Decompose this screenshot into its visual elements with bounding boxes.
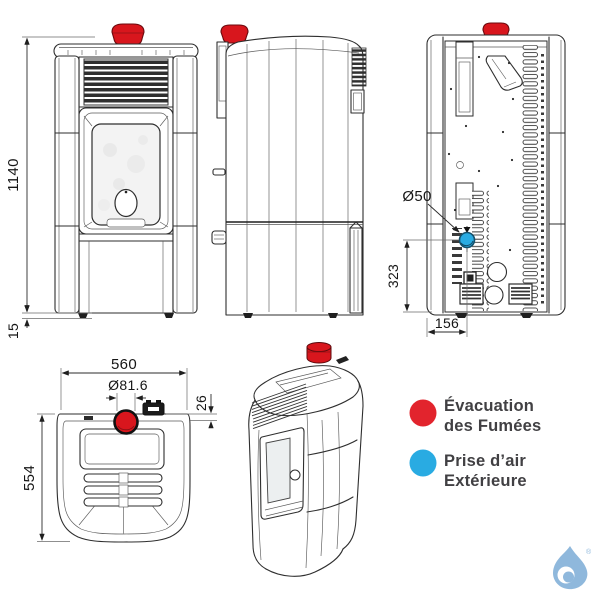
dim-overall-height: 1140 (5, 36, 95, 314)
svg-text:26: 26 (193, 395, 209, 411)
rear-fan-grilles (459, 283, 533, 305)
left-column (54, 55, 80, 314)
side-fins (351, 47, 367, 87)
perspective-view-drawing (248, 342, 364, 577)
side-body (225, 35, 364, 316)
flue-cap-side (220, 24, 249, 44)
front-view-drawing: 1140 15 (5, 23, 199, 339)
svg-text:560: 560 (111, 356, 137, 373)
svg-text:323: 323 (385, 264, 401, 288)
top-grille-slats (83, 472, 163, 508)
svg-text:15: 15 (5, 323, 21, 339)
pedestal-front (78, 240, 174, 314)
screws (447, 55, 515, 252)
dim-flue-offset: 26 (166, 394, 217, 429)
svg-text:554: 554 (21, 465, 38, 491)
front-grille (83, 58, 169, 106)
dim-air-inlet-height: 323 (385, 239, 459, 313)
perspective-grille (251, 383, 308, 430)
side-panel-lines (246, 39, 349, 312)
svg-text:Ø50: Ø50 (402, 188, 431, 205)
front-feet (78, 313, 174, 318)
dim-base-height: 15 (5, 303, 92, 339)
flue-cap-perspective (306, 342, 332, 364)
hopper-latch-top (142, 400, 165, 416)
side-feet (243, 313, 338, 318)
dim-air-inlet-offset: 156 (426, 250, 468, 337)
legend: Évacuation des Fumées Prise d’air Extéri… (409, 396, 541, 490)
legend-flue-label-line1: Évacuation (444, 396, 534, 415)
legend-flue-marker (409, 399, 437, 427)
brand-logo: ® (553, 546, 592, 590)
legend-air-marker (409, 449, 437, 477)
legend-air-label-line1: Prise d’air (444, 452, 526, 470)
registered-mark: ® (586, 548, 592, 556)
svg-text:1140: 1140 (5, 158, 22, 191)
dim-width: 560 (60, 356, 188, 410)
glass-texture (98, 135, 148, 211)
dim-depth: 554 (21, 413, 70, 542)
side-handle (211, 230, 227, 245)
legend-air-label-line2: Extérieure (444, 472, 527, 490)
right-column (172, 55, 198, 314)
side-view-drawing (211, 24, 367, 318)
dim-air-inlet-diameter: Ø50 (402, 188, 460, 233)
rear-view-drawing: Ø50 323 156 (385, 22, 566, 337)
svg-text:Ø81.6: Ø81.6 (108, 377, 148, 393)
top-view-drawing: 560 Ø81.6 26 554 (21, 356, 217, 543)
dim-flue-diameter: Ø81.6 (106, 377, 148, 411)
top-plate-ticks (67, 50, 185, 55)
svg-text:156: 156 (435, 315, 459, 331)
legend-flue-label-line2: des Fumées (444, 417, 541, 435)
rear-vent-slots-right (520, 45, 538, 311)
oval-window (114, 188, 138, 218)
rear-feet (455, 313, 533, 318)
flue-cap-front (111, 23, 145, 46)
